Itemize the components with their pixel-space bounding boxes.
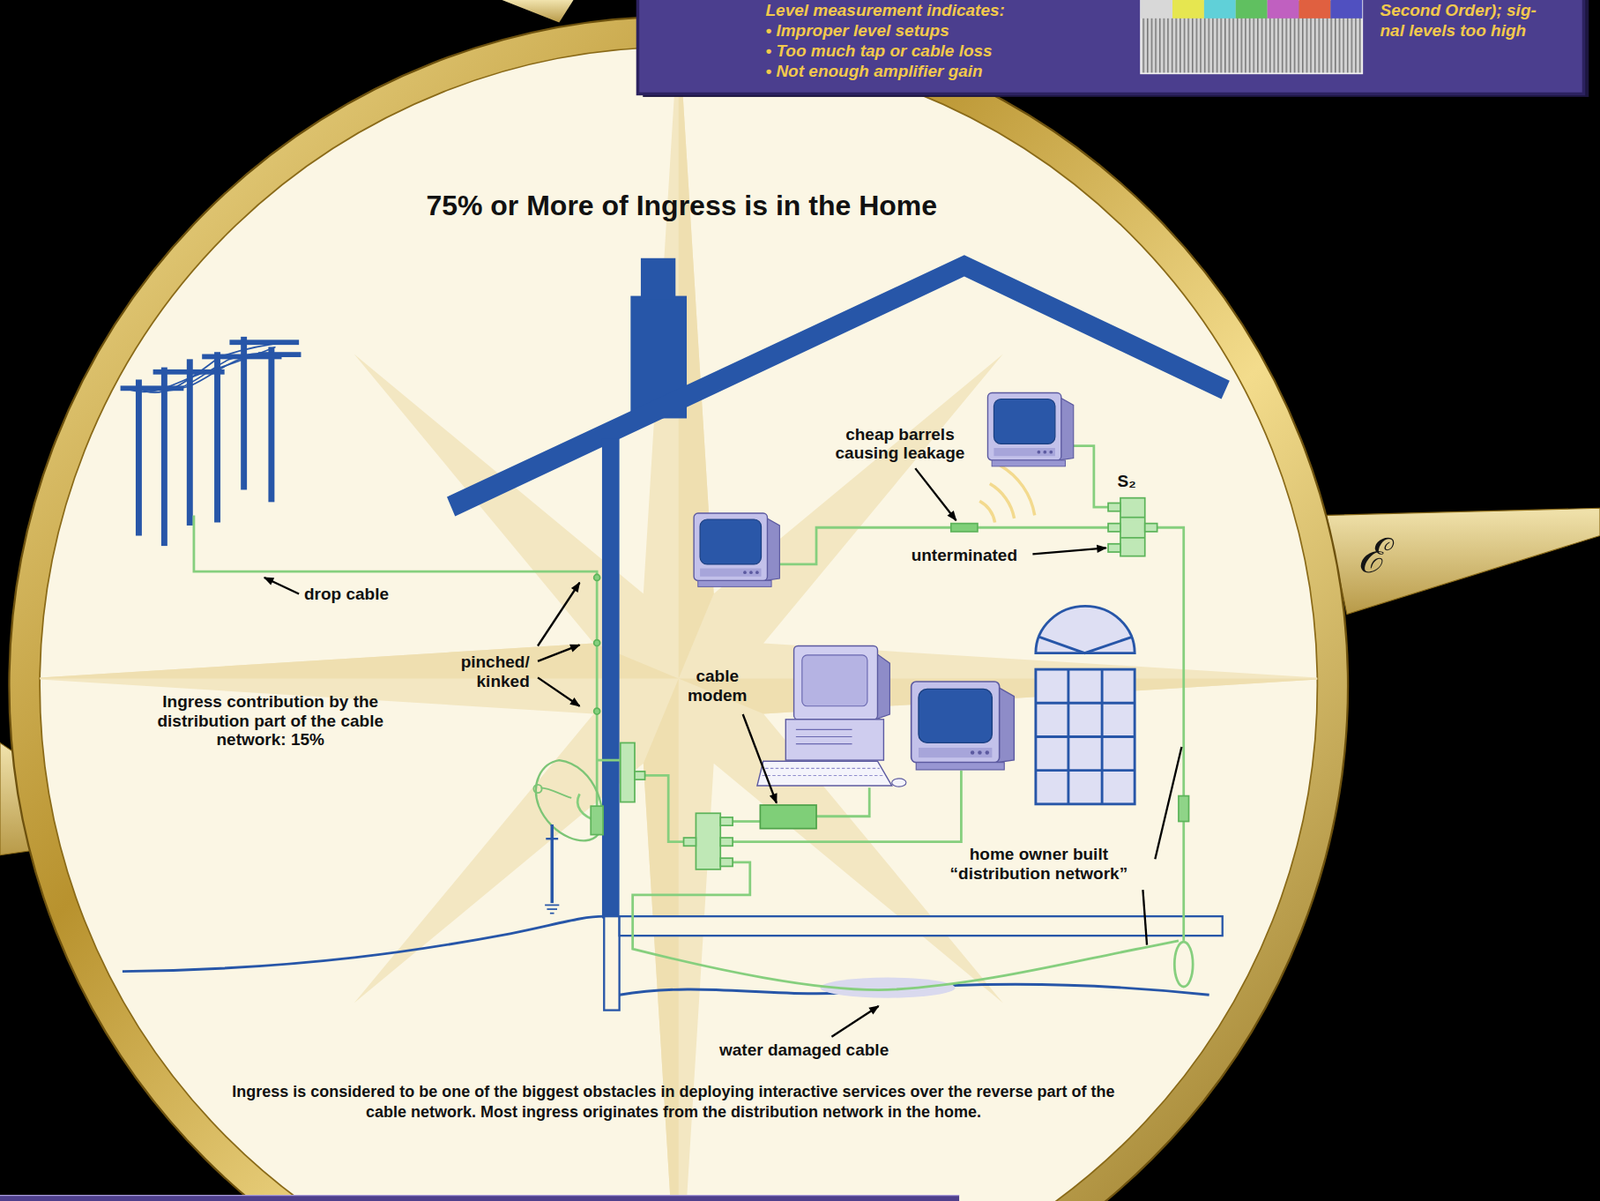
- panel-text: • Improper level setups: [765, 20, 949, 41]
- television: [693, 513, 780, 587]
- compass-star: [25, 25, 1333, 1201]
- caption: Ingress is considered to be one of the b…: [215, 1081, 1132, 1124]
- top-panel: [637, 0, 1589, 97]
- note: Ingress contribution by the distribution…: [135, 692, 405, 751]
- info-panel: Level measurement indicates:• Improper l…: [637, 0, 1584, 94]
- panel-text: • Too much tap or cable loss: [765, 40, 992, 61]
- callout-label: drop cable: [304, 584, 389, 604]
- television: [987, 393, 1073, 467]
- house: [122, 254, 1230, 1010]
- bottom-bar: [0, 1194, 960, 1201]
- compass-letter: ℰ: [1357, 532, 1387, 581]
- callout-label: unterminated: [911, 545, 1018, 566]
- callout-label: cable modem: [682, 666, 753, 706]
- callout-label: home owner built “distribution network”: [926, 844, 1152, 884]
- callout-label: cheap barrels causing leakage: [820, 424, 980, 464]
- satellite-dish: [533, 759, 603, 914]
- callout-label: pinched/ kinked: [441, 652, 530, 692]
- callout-label: water damaged cable: [719, 1040, 889, 1060]
- splitter-label: S₂: [1116, 471, 1136, 492]
- leakage-waves: [979, 465, 1035, 523]
- diagram-title: 75% or More of Ingress is in the Home: [425, 189, 938, 223]
- utility-poles: [120, 336, 302, 546]
- cable-devices: [590, 498, 1189, 870]
- television: [911, 681, 1015, 770]
- panel-text: • Not enough amplifier gain: [765, 60, 983, 82]
- leader-lines: [264, 468, 1183, 1037]
- panel-text: Second Order); sig- nal levels too high: [1379, 0, 1561, 41]
- panel-heading: Level measurement indicates:: [765, 0, 1005, 21]
- window: [1035, 605, 1135, 804]
- pole-wires: [124, 342, 296, 394]
- computer: [757, 645, 907, 787]
